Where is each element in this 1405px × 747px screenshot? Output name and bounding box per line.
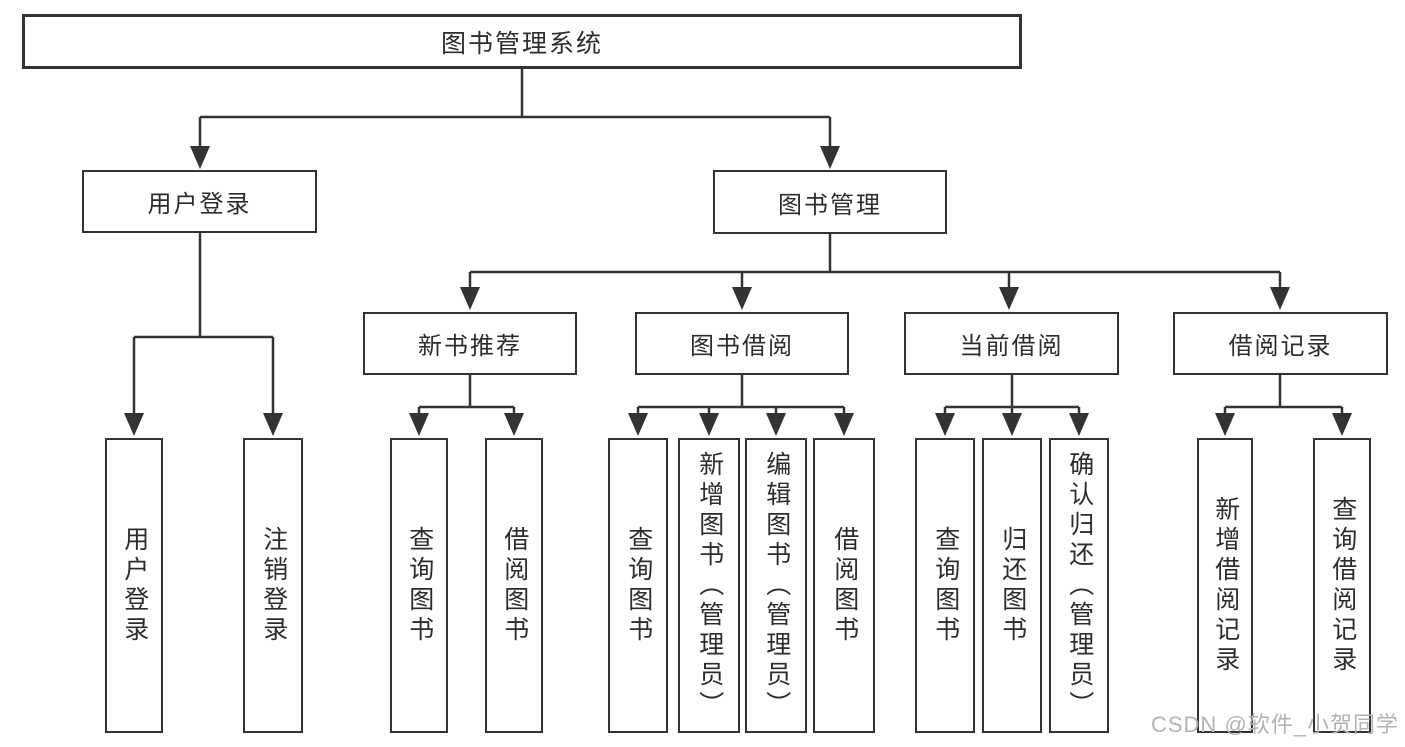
- leaf-borrow-books-label: 借阅图书: [830, 525, 859, 646]
- leaf-logout-label: 注销登录: [259, 525, 288, 646]
- leaf-edit-books-admin-label: 编辑图书（管理员）: [762, 450, 791, 721]
- watermark: CSDN @软件_小贺同学: [1150, 712, 1399, 737]
- leaf-logout: 注销登录: [243, 438, 303, 733]
- node-library-system-label: 图书管理系统: [440, 29, 603, 58]
- node-book-borrow: 图书借阅: [635, 312, 849, 375]
- node-library-system: 图书管理系统: [22, 14, 1022, 69]
- node-current-borrow-label: 当前借阅: [959, 333, 1064, 360]
- leaf-borrow-books-recommend: 借阅图书: [485, 438, 543, 733]
- leaf-user-login-label: 用户登录: [120, 525, 149, 646]
- leaf-add-borrow-record: 新增借阅记录: [1197, 438, 1253, 733]
- node-borrow-records: 借阅记录: [1173, 312, 1388, 375]
- node-book-management: 图书管理: [713, 170, 947, 234]
- leaf-query-books-borrow-label: 查询图书: [624, 525, 653, 646]
- leaf-add-borrow-record-label: 新增借阅记录: [1211, 495, 1240, 676]
- leaf-borrow-books: 借阅图书: [813, 438, 875, 733]
- leaf-query-books-recommend-label: 查询图书: [405, 525, 434, 646]
- leaf-query-books-current-label: 查询图书: [931, 525, 960, 646]
- leaf-add-books-admin: 新增图书（管理员）: [678, 438, 740, 733]
- node-new-book-recommend: 新书推荐: [363, 312, 577, 375]
- leaf-add-books-admin-label: 新增图书（管理员）: [695, 450, 724, 721]
- node-book-management-label: 图书管理: [778, 191, 882, 219]
- node-user-login: 用户登录: [82, 170, 317, 233]
- connector-path: [132, 69, 1344, 415]
- node-user-login-label: 用户登录: [147, 191, 252, 218]
- node-new-book-recommend-label: 新书推荐: [418, 333, 522, 360]
- leaf-query-borrow-record: 查询借阅记录: [1313, 438, 1371, 733]
- leaf-return-books-label: 归还图书: [998, 525, 1027, 646]
- leaf-return-books: 归还图书: [982, 438, 1042, 733]
- node-current-borrow: 当前借阅: [904, 312, 1119, 375]
- leaf-edit-books-admin: 编辑图书（管理员）: [745, 438, 807, 733]
- leaf-confirm-return-admin-label: 确认归还（管理员）: [1065, 450, 1094, 721]
- node-borrow-records-label: 借阅记录: [1228, 333, 1333, 360]
- leaf-query-books-current: 查询图书: [915, 438, 975, 733]
- leaf-query-borrow-record-label: 查询借阅记录: [1328, 495, 1357, 676]
- leaf-confirm-return-admin: 确认归还（管理员）: [1049, 438, 1109, 733]
- leaf-user-login: 用户登录: [105, 438, 163, 733]
- arrowheads: [124, 146, 1352, 436]
- leaf-query-books-recommend: 查询图书: [390, 438, 448, 733]
- leaf-borrow-books-recommend-label: 借阅图书: [500, 525, 529, 646]
- node-book-borrow-label: 图书借阅: [690, 333, 794, 360]
- leaf-query-books-borrow: 查询图书: [608, 438, 668, 733]
